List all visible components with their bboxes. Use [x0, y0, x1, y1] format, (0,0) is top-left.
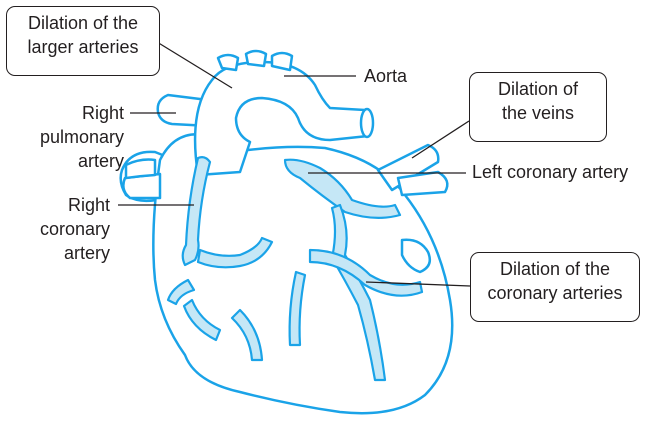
label-line: Dilation of the: [17, 11, 149, 35]
heart-outline: [121, 51, 453, 413]
label-dilation-veins: Dilation of the veins: [469, 72, 607, 142]
label-left-coronary-artery: Left coronary artery: [472, 160, 628, 184]
label-line: Dilation of: [480, 77, 596, 101]
label-line: Dilation of the: [481, 257, 629, 281]
label-right-coronary-artery: Right coronary artery: [10, 193, 110, 265]
label-line: the veins: [480, 101, 596, 125]
label-line: larger arteries: [17, 35, 149, 59]
label-right-pulmonary-artery: Right pulmonary artery: [16, 101, 124, 173]
label-dilation-coronary-arteries: Dilation of the coronary arteries: [470, 252, 640, 322]
label-dilation-larger-arteries: Dilation of the larger arteries: [6, 6, 160, 76]
label-line: Right: [10, 193, 110, 217]
leader-dilation-veins: [412, 121, 469, 158]
label-line: pulmonary: [16, 125, 124, 149]
label-line: coronary: [10, 217, 110, 241]
label-aorta: Aorta: [364, 64, 407, 88]
aorta-branch-2: [246, 51, 266, 66]
label-line: Right: [16, 101, 124, 125]
label-line: coronary arteries: [481, 281, 629, 305]
aorta-branch-1: [218, 55, 238, 70]
aorta-branch-3: [272, 53, 292, 70]
label-line: artery: [16, 149, 124, 173]
aorta-opening: [361, 109, 373, 137]
label-line: artery: [10, 241, 110, 265]
left-upper-stub: [126, 160, 155, 178]
